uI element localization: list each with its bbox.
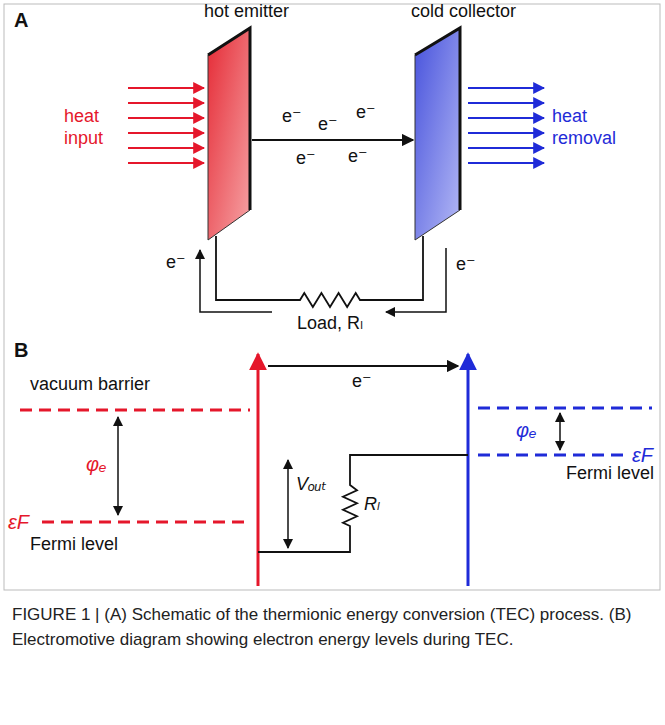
vacuum-level <box>20 409 250 412</box>
work-function-arrow <box>117 417 119 515</box>
heat-arrow <box>128 132 204 134</box>
heat-label: heat input <box>64 106 116 149</box>
electron: e⁻ <box>356 102 376 124</box>
load-wire <box>216 236 423 307</box>
heat-arrow <box>128 102 204 104</box>
heat-removal-arrows <box>468 88 544 163</box>
level-label: vacuum barrier <box>30 374 150 396</box>
heat-arrow <box>468 87 544 89</box>
plate-edge <box>415 28 460 210</box>
electron-beam-arrow <box>252 139 413 141</box>
electron-flow-arrows <box>200 248 446 312</box>
level-label: Fermi level <box>30 534 118 556</box>
work-function: φₑ <box>516 418 537 442</box>
plate-name: hot emitter <box>204 1 289 22</box>
voltage-arrow <box>287 460 289 548</box>
panel-letter: A <box>14 8 28 32</box>
voltage-label: Vₒᵤₜ <box>296 474 327 496</box>
electron: e⁻ <box>348 146 368 168</box>
plate-edge <box>208 28 250 210</box>
plate-shape <box>415 28 460 240</box>
electron: e⁻ <box>456 254 476 276</box>
figure-caption: FIGURE 1 | (A) Schematic of the thermion… <box>12 602 652 652</box>
electron: e⁻ <box>282 106 302 128</box>
flow-arrow <box>386 248 446 312</box>
heat-arrow <box>468 132 544 134</box>
plate-face <box>208 28 250 240</box>
electron-arrow <box>268 365 458 367</box>
electrode-plate: cold collector <box>415 28 460 240</box>
electron: e⁻ <box>352 371 372 393</box>
work-function-arrow <box>559 413 561 450</box>
vacuum-level <box>478 407 652 410</box>
energy-diagram <box>20 354 652 586</box>
load-circuit <box>258 455 468 552</box>
flow-arrow <box>200 250 272 312</box>
fermi-level <box>478 454 628 457</box>
heat-arrow <box>468 162 544 164</box>
fermi-level <box>42 521 250 524</box>
plate-shape <box>208 28 250 240</box>
heat-arrow <box>468 102 544 104</box>
load-label: Load, Rₗ <box>295 312 365 334</box>
resistor-label: Rₗ <box>364 494 380 516</box>
heat-arrow <box>128 162 204 164</box>
collector-surface <box>467 354 470 586</box>
panel-letter: B <box>14 338 28 362</box>
electrode-plate: hot emitter <box>208 28 250 240</box>
electron: e⁻ <box>166 252 186 274</box>
electron: e⁻ <box>296 148 316 170</box>
level-label: Fermi level <box>566 463 654 485</box>
figure-frame <box>4 4 660 590</box>
electron: e⁻ <box>318 114 338 136</box>
fermi-symbol: εF <box>8 510 29 534</box>
plate-face <box>415 28 460 240</box>
heat-arrow <box>128 87 204 89</box>
heat-arrow <box>128 147 204 149</box>
heat-arrow <box>468 117 544 119</box>
heat-arrow <box>128 117 204 119</box>
plate-name: cold collector <box>411 1 516 22</box>
heat-input-arrows <box>128 88 204 163</box>
heat-label: heat removal <box>552 106 624 149</box>
work-function: φₑ <box>86 452 107 476</box>
heat-arrow <box>468 147 544 149</box>
